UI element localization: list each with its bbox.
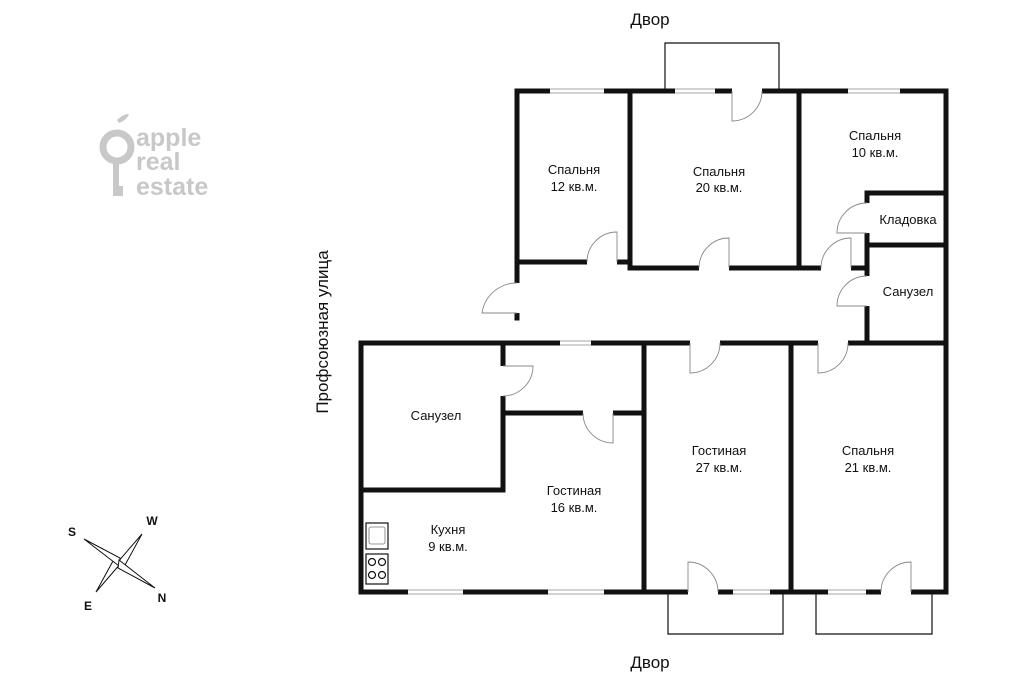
room-area: 10 кв.м. (852, 145, 899, 160)
doors (481, 87, 912, 596)
room-area: 9 кв.м. (428, 539, 468, 554)
kitchen-sink-icon (365, 522, 389, 550)
compass-s: S (68, 525, 76, 539)
room-living-16: Гостиная 16 кв.м. (547, 483, 602, 515)
balcony-bottom-right (815, 593, 933, 635)
room-area: 20 кв.м. (696, 180, 743, 195)
room-name: Спальня (693, 164, 745, 179)
yard-label-top: Двор (630, 10, 669, 29)
street-label: Профсоюзная улица (313, 250, 332, 414)
yard-label-bottom: Двор (630, 653, 669, 672)
compass-e: E (84, 599, 92, 613)
room-bedroom-21: Спальня 21 кв.м. (842, 443, 894, 475)
room-name: Спальня (842, 443, 894, 458)
room-name: Санузел (411, 408, 462, 423)
room-name: Гостиная (692, 443, 747, 458)
room-bathroom-right: Санузел (883, 284, 934, 299)
room-bedroom-20: Спальня 20 кв.м. (693, 164, 745, 195)
room-name: Кладовка (879, 212, 937, 227)
compass-rose: S W E N (68, 514, 166, 613)
windows (408, 87, 900, 596)
room-area: 12 кв.м. (551, 179, 598, 194)
room-name: Гостиная (547, 483, 602, 498)
room-name: Санузел (883, 284, 934, 299)
balcony-bottom-left (667, 593, 784, 635)
room-name: Кухня (431, 522, 466, 537)
room-area: 21 кв.м. (845, 460, 892, 475)
room-kitchen: Кухня 9 кв.м. (428, 522, 468, 554)
compass-star-icon (83, 533, 156, 593)
key-icon (99, 114, 135, 196)
logo-line-2: real (136, 148, 180, 176)
logo-line-1: apple (136, 124, 201, 152)
room-living-27: Гостиная 27 кв.м. (692, 443, 747, 475)
room-name: Спальня (548, 162, 600, 177)
logo-line-3: estate (136, 173, 208, 201)
balcony-top (664, 42, 780, 91)
room-storage: Кладовка (879, 212, 937, 227)
room-name: Спальня (849, 128, 901, 143)
room-bedroom-12: Спальня 12 кв.м. (548, 162, 600, 194)
stove-icon (365, 553, 389, 585)
room-area: 16 кв.м. (551, 500, 598, 515)
apple-real-estate-logo: apple real estate (99, 114, 208, 201)
room-bathroom-left: Санузел (411, 408, 462, 423)
room-area: 27 кв.м. (696, 460, 743, 475)
room-bedroom-10: Спальня 10 кв.м. (849, 128, 901, 160)
compass-n: N (158, 591, 167, 605)
compass-w: W (146, 514, 158, 528)
walls (358, 88, 949, 595)
